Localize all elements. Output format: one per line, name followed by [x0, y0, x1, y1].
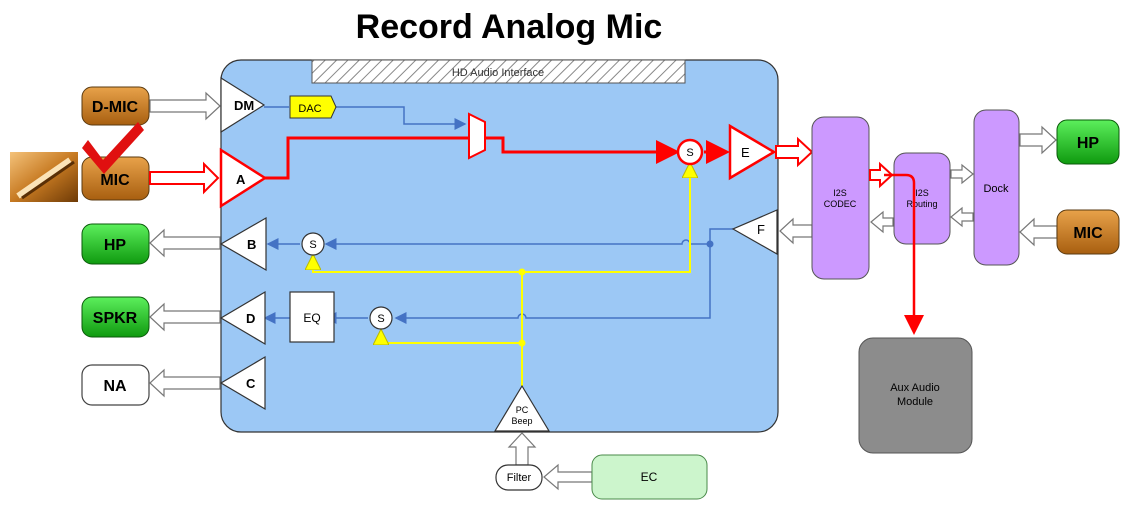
f-block[interactable] [731, 209, 778, 256]
hp-output-box[interactable] [81, 223, 150, 265]
c-label: C [246, 376, 256, 391]
i2s-routing-label-line2: Routing [906, 199, 937, 209]
b-to-hp-arrow [149, 228, 221, 258]
codec-to-routing-arrow [869, 161, 894, 189]
dock-mic-to-dock-arrow [1019, 217, 1058, 247]
yellow-junction-dot [518, 339, 526, 347]
dm-label: DM [234, 98, 254, 113]
routing-to-dock-arrow [950, 163, 974, 185]
dmic-box[interactable] [81, 86, 150, 126]
f-label: F [757, 222, 765, 237]
e-to-codec-arrow [775, 136, 814, 168]
yellow-junction-dot [518, 268, 526, 276]
e-label: E [741, 145, 750, 160]
d-block[interactable] [219, 290, 266, 346]
hp-output-label: HP [104, 237, 127, 254]
pc-beep-label-line2: Beep [511, 416, 532, 426]
na-output-label: NA [103, 378, 127, 395]
sum-node-d[interactable] [369, 306, 393, 330]
sum-node-label: S [309, 239, 316, 251]
blue-junction-dot [706, 240, 714, 248]
eq-block[interactable] [289, 291, 335, 343]
checkmark-icon [82, 122, 144, 174]
dac-label: DAC [298, 103, 321, 115]
record-path [265, 136, 730, 180]
sum-node-e[interactable] [676, 138, 704, 166]
c-block[interactable] [219, 355, 266, 411]
sum-node-label: S [686, 147, 693, 159]
aux-audio-label-line2: Module [897, 396, 933, 408]
dock-to-routing-arrow [950, 206, 974, 228]
aux-audio-module[interactable] [858, 337, 973, 454]
ec-block[interactable] [591, 454, 708, 500]
b-block[interactable] [219, 216, 267, 272]
hd-audio-interface-label: HD Audio Interface [452, 67, 544, 79]
dock-label: Dock [983, 183, 1009, 195]
eq-label: EQ [303, 311, 320, 325]
dmic-label: D-MIC [92, 99, 139, 116]
mic-plug-image [10, 152, 78, 202]
dock-mic-label: MIC [1073, 225, 1103, 242]
dock-hp-box[interactable] [1056, 119, 1120, 165]
filter-to-beep-arrow [507, 432, 537, 466]
a-label: A [236, 172, 246, 187]
i2s-codec-label-line1: I2S [833, 188, 847, 198]
spkr-output-box[interactable] [81, 296, 150, 338]
pc-beep-block[interactable] [493, 384, 551, 432]
ec-label: EC [641, 470, 658, 484]
codec-to-f-arrow [779, 217, 813, 245]
i2s-routing-label-line1: I2S [915, 188, 929, 198]
d-to-spkr-arrow [149, 302, 221, 332]
sum-node-b[interactable] [301, 232, 325, 256]
sum-node-label: S [377, 313, 384, 325]
dmic-to-dm-arrow [149, 91, 221, 121]
c-to-na-arrow [149, 368, 221, 398]
dock-block[interactable] [973, 109, 1020, 266]
diagram-title: Record Analog Mic [356, 8, 663, 46]
spkr-output-label: SPKR [93, 310, 138, 327]
dm-block[interactable] [220, 76, 266, 134]
aux-audio-label-line1: Aux Audio [890, 382, 940, 394]
pc-beep-label-line1: PC [516, 405, 529, 415]
mux-block[interactable] [468, 112, 486, 160]
hd-audio-interface-bar [311, 59, 686, 84]
aux-record-path [884, 173, 924, 335]
na-output-box[interactable] [81, 364, 150, 406]
filter-block[interactable] [495, 464, 543, 491]
dock-mic-box[interactable] [1056, 209, 1120, 255]
b-label: B [247, 237, 256, 252]
d-label: D [246, 311, 255, 326]
i2s-codec-label-line2: CODEC [824, 199, 857, 209]
dac-block[interactable] [289, 95, 337, 119]
a-block[interactable] [219, 147, 268, 209]
mic-input-label: MIC [100, 172, 130, 189]
filter-label: Filter [507, 472, 532, 484]
ec-to-filter-arrow [543, 463, 593, 491]
dock-hp-label: HP [1077, 135, 1100, 152]
dock-to-hp-arrow [1019, 125, 1057, 155]
routing-to-codec-arrow [870, 210, 894, 234]
i2s-codec-block[interactable] [811, 116, 870, 280]
mic-to-a-arrow [149, 161, 220, 195]
e-block[interactable] [728, 123, 777, 181]
yellow-beep-lines [313, 166, 690, 386]
